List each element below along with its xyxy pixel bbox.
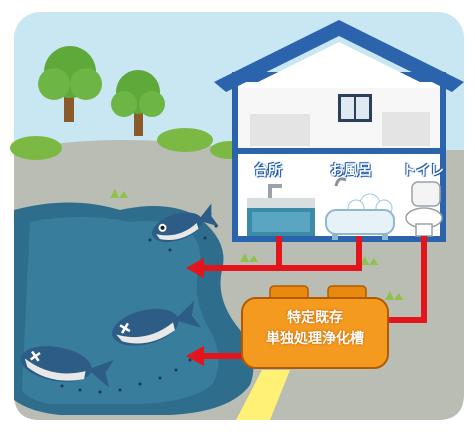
wastewater-pipes — [200, 236, 427, 359]
kitchen-sink-icon — [247, 184, 315, 236]
window-icon — [338, 94, 372, 122]
fish-upper — [152, 203, 219, 243]
tank-label: 特定既存 単独処理浄化槽 — [246, 308, 384, 350]
tree-left — [38, 46, 102, 122]
house-roof — [214, 20, 464, 92]
fish-middle — [112, 300, 202, 346]
tree-right — [111, 70, 165, 136]
bath-drain-pipe — [200, 236, 362, 271]
house-floor-divider — [238, 148, 440, 154]
tank-label-line2: 単独処理浄化槽 — [266, 331, 364, 347]
fish-lower — [20, 346, 114, 388]
pointer-highlight — [236, 370, 290, 420]
tank-label-line1: 特定既存 — [287, 310, 343, 326]
arrow-to-river-lower — [186, 346, 204, 366]
bathtub-icon — [325, 177, 395, 240]
arrow-to-river-upper — [186, 258, 204, 278]
kitchen-label: 台所 — [254, 163, 282, 179]
toilet-label: トイレ — [402, 163, 444, 179]
septic-tank — [241, 285, 389, 369]
toilet-drain-pipe — [386, 236, 427, 323]
bath-label: お風呂 — [330, 163, 372, 179]
